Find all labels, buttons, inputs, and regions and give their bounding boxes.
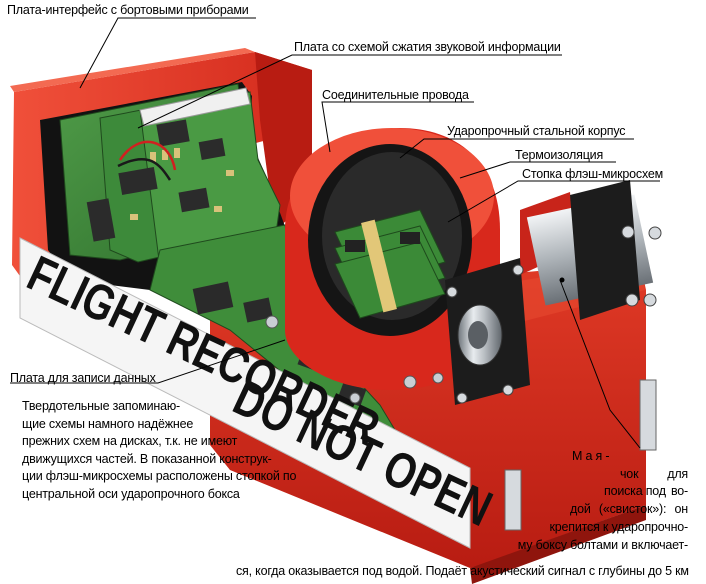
label-connecting-wires: Соединительные провода <box>322 88 469 102</box>
beacon-description: М а я - чок для поиска под во- дой («свисто… <box>520 448 688 518</box>
data-board-description: Твердотельные запоминаю- щие схемы намно… <box>22 398 296 503</box>
beacon-description-word: во- <box>670 484 688 498</box>
beacon-description-word: чок <box>620 466 639 481</box>
label-data-board: Плата для записи данных <box>10 371 156 385</box>
beacon-description-word: он <box>674 501 689 516</box>
beacon-description-line5: крепится к ударопрочно- <box>549 520 689 534</box>
beacon-description-line7: ся, когда оказывается под водой. Подаёт … <box>236 564 689 578</box>
flash-chip-stack <box>334 209 446 319</box>
label-audio-compression-board: Плата со схемой сжатия звуковой информац… <box>294 40 561 54</box>
beacon-description-line: М а я - <box>572 449 610 463</box>
label-flash-stack: Стопка флэш-микросхем <box>522 167 664 181</box>
label-interface-board: Плата-интерфейс с бортовыми приборами <box>7 3 249 17</box>
beacon-description-word: поиска под <box>604 484 666 498</box>
data-board-description-line: щие схемы намного надёжнее <box>22 416 194 431</box>
beacon-description-word: дой <box>570 501 591 516</box>
beacon-description-line6: му боксу болтами и включает- <box>517 538 688 552</box>
leader-lines <box>10 17 660 449</box>
label-steel-case: Ударопрочный стальной корпус <box>447 124 626 138</box>
data-board-description-line: ции флэш-микросхемы расположены стопкой … <box>22 469 297 483</box>
data-board-description-line: движущихся частей. В показанной конструк… <box>22 451 272 466</box>
circuit-boards <box>59 83 281 269</box>
beacon-description-word: («свисток»): <box>598 501 667 516</box>
data-board-description-line: центральной оси ударопрочного бокса <box>22 486 240 501</box>
beacon-description-word: для <box>667 466 688 481</box>
data-board-description-line: прежних схем на дисках, т.к. не имеют <box>22 434 238 448</box>
label-thermal-insulation: Термоизоляция <box>515 148 604 162</box>
underwater-locator-beacon <box>445 180 662 531</box>
crash-protected-memory-unit <box>265 128 500 404</box>
data-board-description-line: Твердотельные запоминаю- <box>22 399 180 413</box>
